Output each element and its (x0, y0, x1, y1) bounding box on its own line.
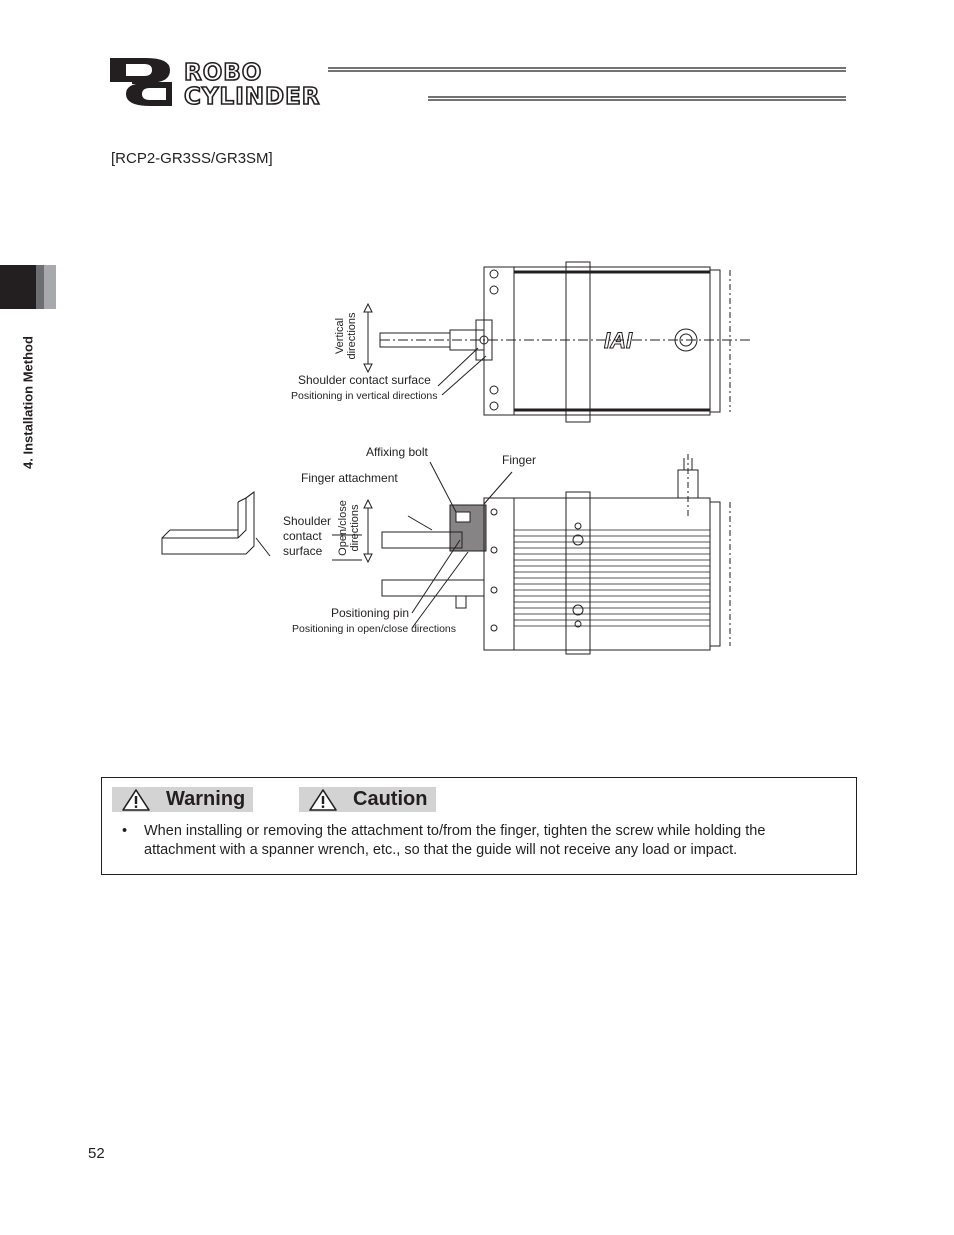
robo-cylinder-logo: ROBO CYLINDER (110, 58, 321, 108)
warning-badge: Warning (112, 787, 253, 812)
chapter-tab (0, 265, 56, 309)
iai-body-mark: IAI (604, 328, 633, 353)
label-positioning-pin: Positioning pin (331, 606, 410, 620)
diagram-drawing: IAI (161, 261, 750, 655)
warning-triangle-icon (122, 788, 150, 811)
label-finger: Finger (502, 453, 537, 467)
label-positioning-vertical: Positioning in vertical directions (291, 390, 438, 402)
label-shoulder-contact-surface-bottom: Shoulder contact surface (283, 514, 332, 558)
warning-caution-notice: Warning Caution • When installing or rem… (101, 777, 857, 875)
label-finger-attachment: Finger attachment (301, 471, 398, 485)
caution-triangle-icon (309, 788, 337, 811)
bullet-icon: • (122, 823, 128, 839)
warning-label: Warning (166, 788, 246, 810)
logo-word-cylinder: CYLINDER (184, 84, 321, 108)
header-rules (328, 67, 846, 101)
page-number: 52 (88, 1145, 105, 1162)
label-positioning-open-close: Positioning in open/close directions (292, 623, 457, 635)
notice-text: When installing or removing the attachme… (144, 823, 766, 858)
caution-label: Caution (353, 788, 428, 810)
logo-word-robo: ROBO (184, 60, 262, 86)
caution-badge: Caution (299, 787, 436, 812)
gripper-installation-diagram: IAI Vertical directions Shoulder contact… (150, 240, 750, 660)
label-affixing-bolt: Affixing bolt (366, 445, 428, 459)
label-shoulder-contact-surface-top: Shoulder contact surface (298, 373, 431, 387)
model-title: [RCP2-GR3SS/GR3SM] (111, 150, 273, 167)
